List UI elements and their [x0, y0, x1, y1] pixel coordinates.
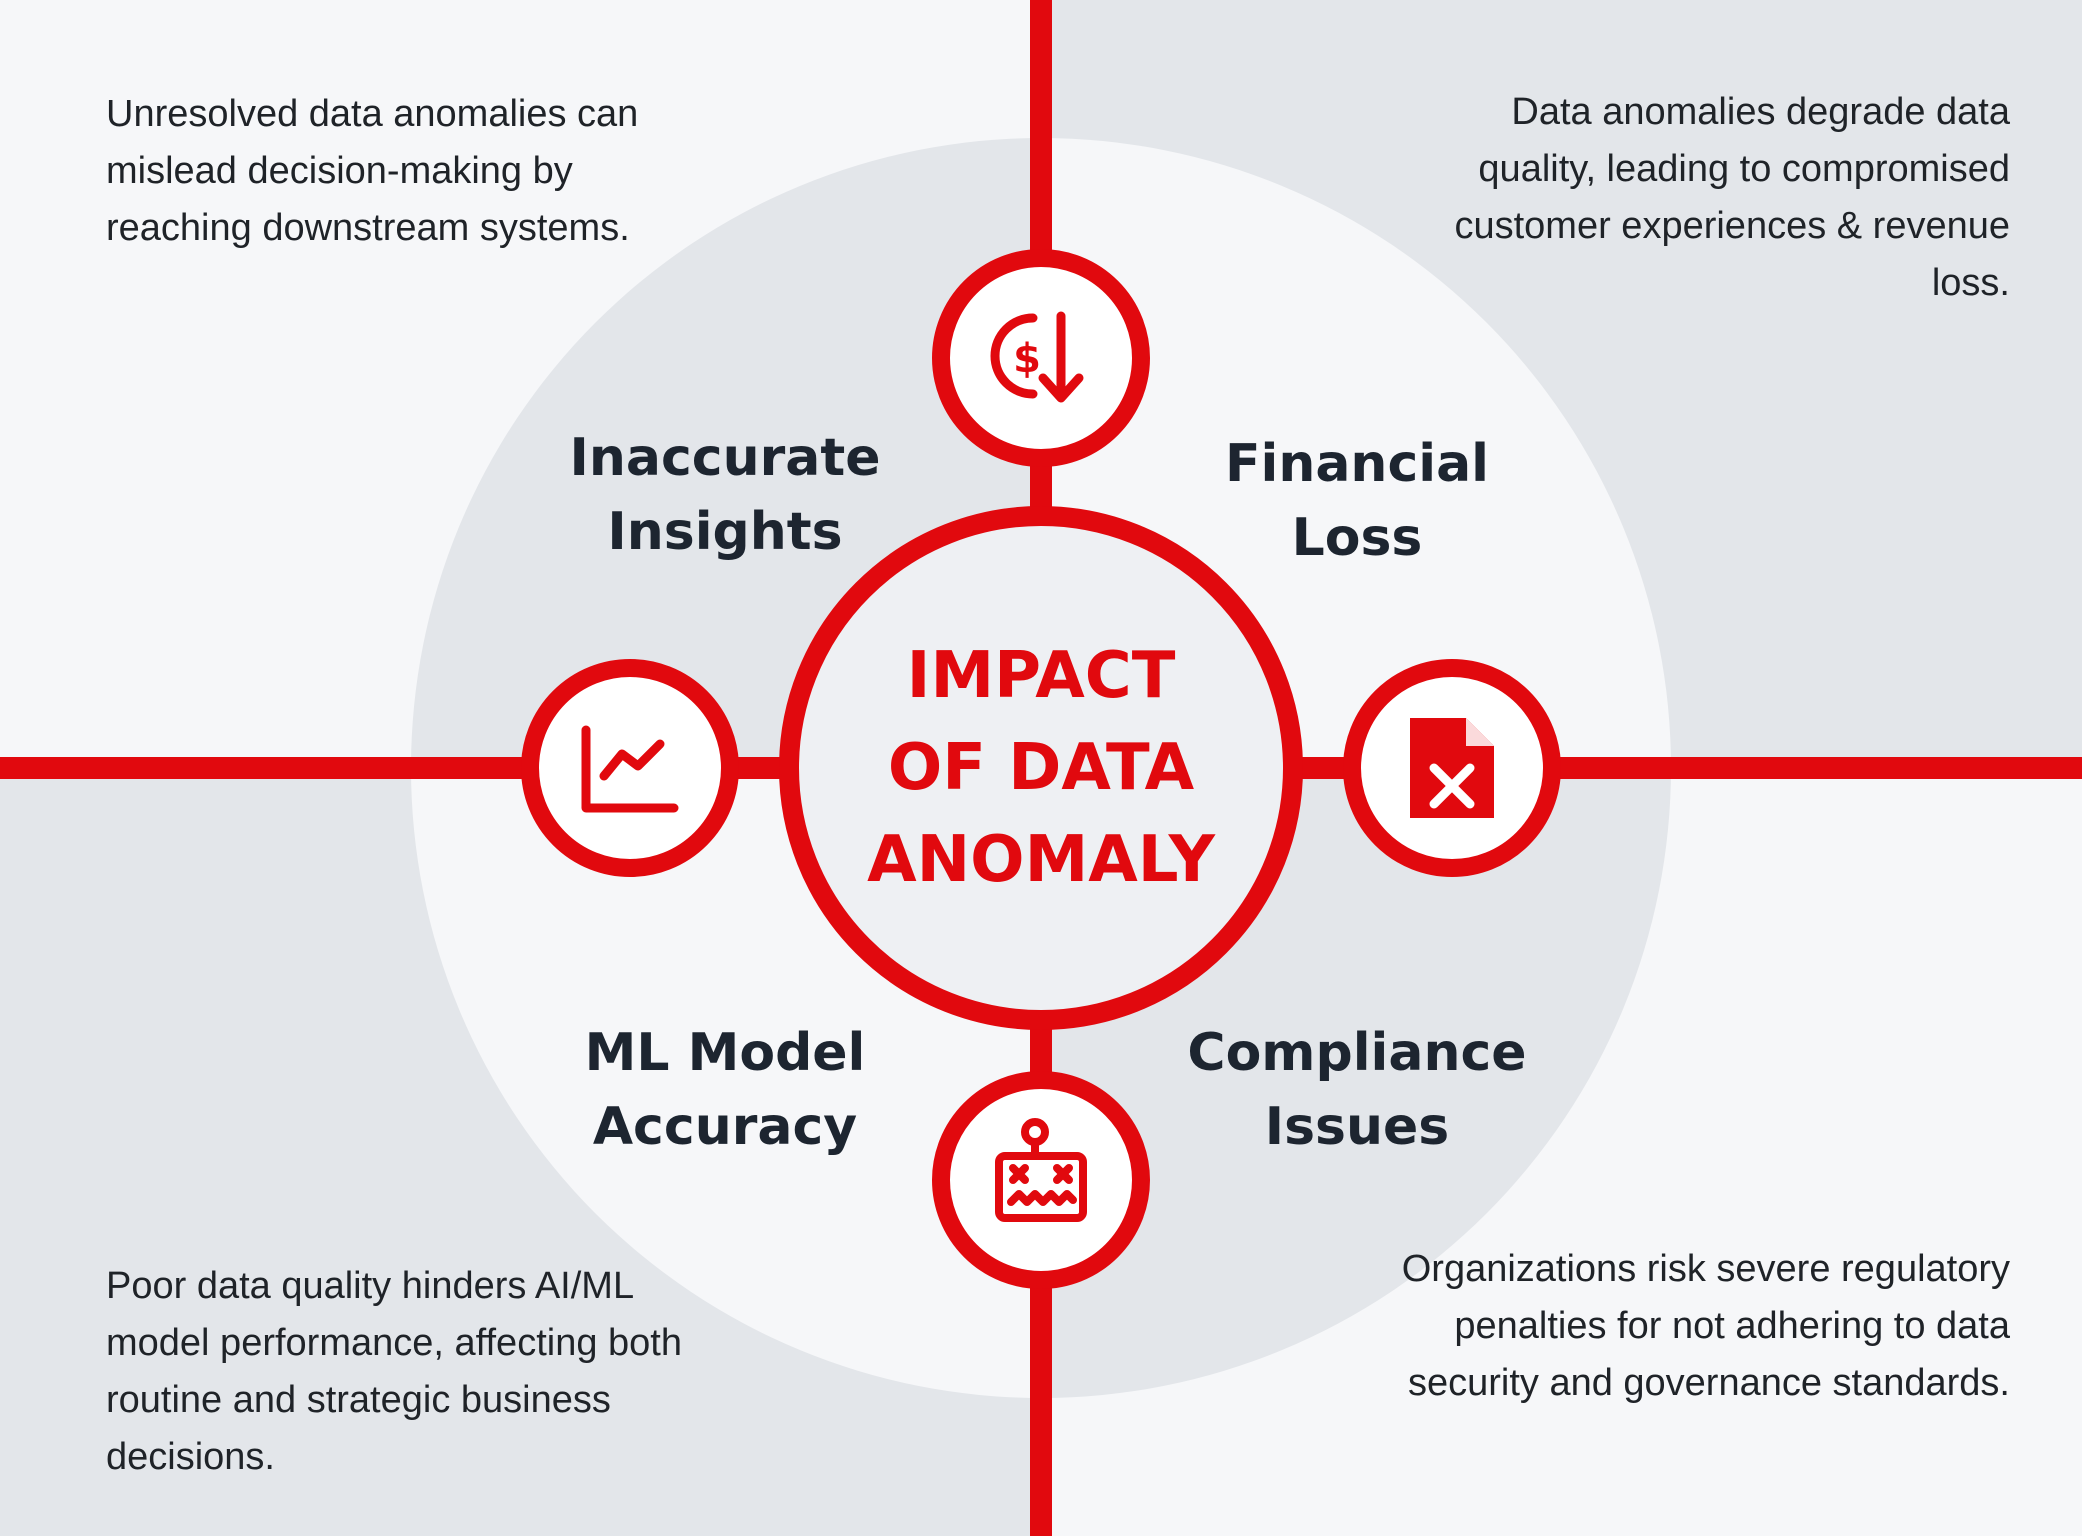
description-compliance-issues: Organizations risk severe regulatory pen…	[1401, 1248, 2010, 1404]
label-compliance-issues: Compliance Issues	[1147, 1016, 1567, 1164]
line-chart-icon	[581, 725, 679, 813]
description-inaccurate-insights: Unresolved data anomalies can mislead de…	[106, 93, 639, 249]
document-x-icon	[1410, 718, 1494, 818]
label-line-2: Loss	[1291, 508, 1423, 568]
dollar-down-icon: $	[990, 311, 1084, 403]
center-title-line-2: OF DATA	[887, 731, 1195, 805]
label-inaccurate-insights: Inaccurate Insights	[515, 421, 935, 569]
node-inaccurate-insights	[521, 659, 739, 877]
center-title-line-1: IMPACT	[906, 639, 1176, 713]
svg-text:$: $	[1013, 336, 1041, 382]
broken-robot-icon	[995, 1118, 1087, 1222]
label-line-1: Compliance	[1187, 1023, 1527, 1083]
label-line-1: Financial	[1224, 434, 1490, 494]
node-financial-loss	[932, 249, 1150, 467]
label-financial-loss: Financial Loss	[1147, 427, 1567, 575]
label-line-2: Insights	[607, 502, 843, 562]
center-circle	[779, 506, 1303, 1030]
node-ml-model-accuracy	[932, 1071, 1150, 1289]
description-ml-model-accuracy: Poor data quality hinders AI/ML model pe…	[106, 1265, 682, 1478]
center-title-line-3: ANOMALY	[867, 823, 1215, 897]
label-line-1: ML Model	[584, 1023, 866, 1083]
label-line-2: Accuracy	[592, 1097, 858, 1157]
description-financial-loss: Data anomalies degrade data quality, lea…	[1454, 91, 2010, 304]
center-title: IMPACT OF DATA ANOMALY	[841, 630, 1241, 906]
label-line-2: Issues	[1264, 1097, 1450, 1157]
label-line-1: Inaccurate	[569, 428, 881, 488]
label-ml-model-accuracy: ML Model Accuracy	[515, 1016, 935, 1164]
